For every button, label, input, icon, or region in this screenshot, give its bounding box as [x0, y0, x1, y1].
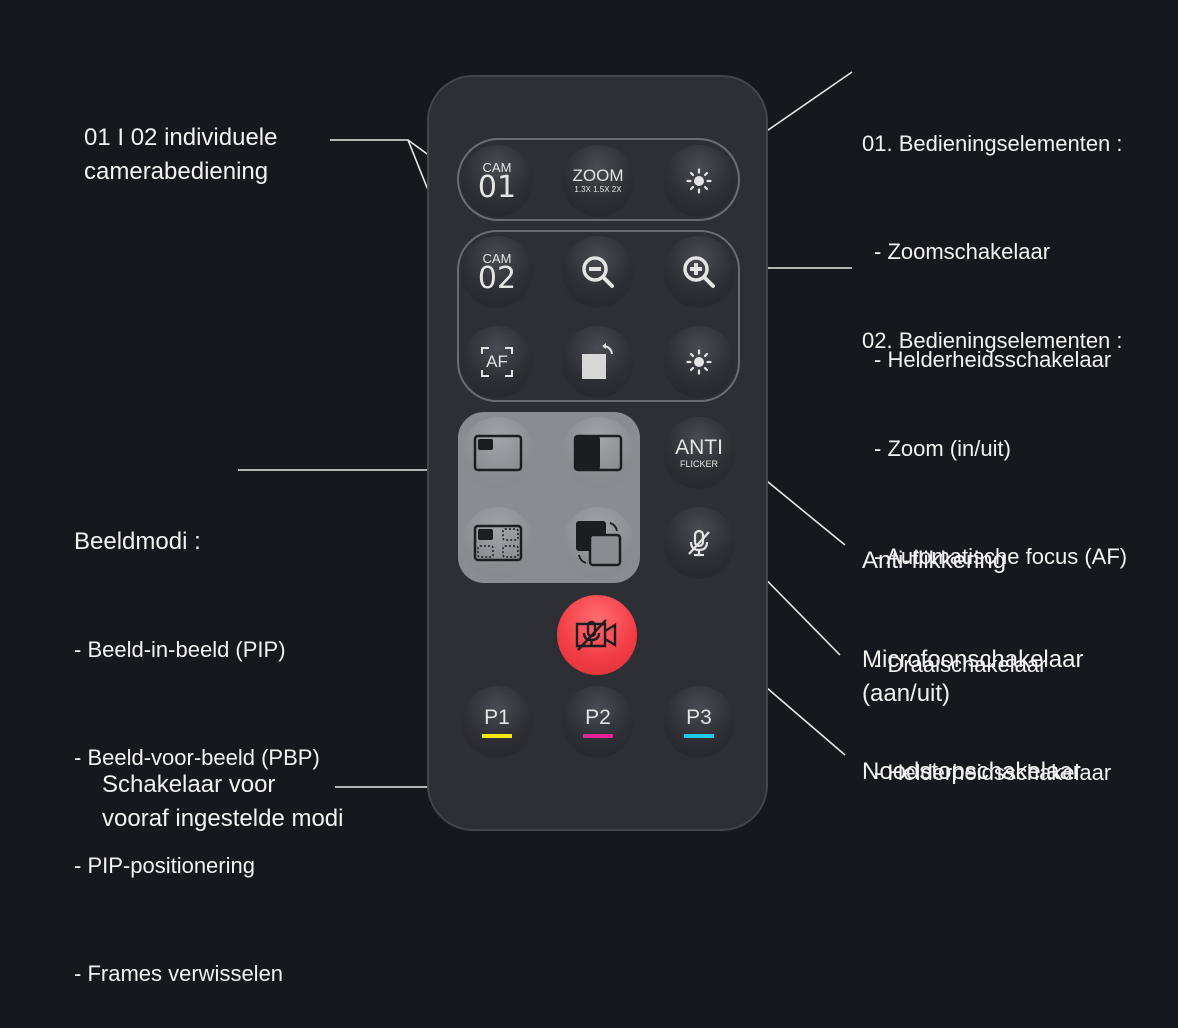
control-group-02 [457, 230, 740, 402]
label-line: Schakelaar voor [102, 771, 276, 798]
autofocus-button[interactable]: AF [461, 326, 533, 398]
label-item: - Helderheidsschakelaar [874, 347, 1112, 372]
preset-2-button[interactable]: P2 [562, 686, 634, 758]
preset-label: P2 [585, 706, 611, 729]
preset-3-button[interactable]: P3 [663, 686, 735, 758]
cam01-button[interactable]: CAM 01 [461, 145, 533, 217]
brightness-icon [686, 168, 712, 194]
pip-icon [473, 434, 523, 472]
control-group-01 [457, 138, 740, 221]
label-title: Beeldmodi : [74, 528, 201, 555]
camera-mic-off-icon [575, 619, 617, 651]
label-title: 01. Bedieningselementen : [862, 131, 1123, 156]
label-item: - PIP-positionering [74, 853, 255, 878]
zoom-levels: 1.3X 1.5X 2X [574, 185, 622, 194]
zoom-out-icon [582, 256, 614, 288]
label-controls-02: 02. Bedieningselementen : - Zoom (in/uit… [862, 251, 1127, 827]
label-item: - Zoom (in/uit) [874, 436, 1011, 461]
label-image-modes: Beeldmodi : - Beeld-in-beeld (PIP) - Bee… [74, 452, 320, 1028]
label-item: - Draaischakelaar [874, 652, 1047, 677]
zoom-out-button[interactable] [562, 236, 634, 308]
label-controls-01: 01. Bedieningselementen : - Zoomschakela… [862, 54, 1123, 414]
label-item: - Zoomschakelaar [874, 239, 1051, 264]
af-label: AF [486, 352, 508, 371]
preset-color-bar [583, 734, 613, 738]
label-item: - Beeld-in-beeld (PIP) [74, 637, 286, 662]
pip-button[interactable] [462, 417, 534, 489]
preset-color-bar [684, 734, 714, 738]
rotate-button[interactable] [562, 326, 634, 398]
zoom-in-button[interactable] [663, 236, 735, 308]
label-line: Microfoonschakelaar [862, 646, 1084, 673]
anti-flicker-button[interactable]: ANTI FLICKER [663, 417, 735, 489]
pbp-button[interactable] [562, 417, 634, 489]
pip-position-icon [473, 524, 523, 562]
pip-position-button[interactable] [462, 507, 534, 579]
swap-frames-icon [576, 521, 622, 567]
pbp-icon [573, 434, 623, 472]
label-line: (aan/uit) [862, 680, 951, 707]
label-line: vooraf ingestelde modi [102, 805, 344, 832]
rotate-icon [582, 343, 613, 379]
autofocus-icon: AF [480, 345, 514, 379]
label-item: - Beeld-voor-beeld (PBP) [74, 745, 320, 770]
label-presets: Schakelaar voor vooraf ingestelde modi [102, 768, 343, 836]
brightness-button-2[interactable] [663, 326, 735, 398]
label-emergency-stop: Noodstopschakelaar [862, 758, 1081, 785]
zoom-in-icon [683, 256, 715, 288]
zoom-label: ZOOM [572, 166, 624, 185]
microphone-muted-icon [688, 529, 710, 557]
label-item: - Automatische focus (AF) [874, 544, 1128, 569]
swap-frames-button[interactable] [562, 507, 634, 579]
cam02-button[interactable]: CAM 02 [461, 236, 533, 308]
label-line: camerabediening [84, 158, 269, 185]
emergency-stop-button[interactable] [557, 595, 637, 675]
microphone-button[interactable] [663, 507, 735, 579]
label-item: - Helderheidsschakelaar [874, 760, 1112, 785]
zoom-button[interactable]: ZOOM 1.3X 1.5X 2X [562, 145, 634, 217]
flicker-label: FLICKER [679, 458, 718, 469]
cam-number: 01 [477, 169, 517, 205]
label-item: - Frames verwisselen [74, 961, 284, 986]
preset-label: P3 [686, 706, 712, 729]
preset-1-button[interactable]: P1 [461, 686, 533, 758]
label-title: 02. Bedieningselementen : [862, 328, 1123, 353]
brightness-icon [686, 349, 712, 375]
label-individual-control: 01 I 02 individuele camerabediening [84, 121, 277, 189]
cam-number: 02 [477, 260, 517, 296]
label-anti-flicker: Anti-flikkering [862, 547, 1007, 574]
preset-label: P1 [484, 706, 510, 729]
preset-color-bar [482, 734, 512, 738]
focus-frame-icon [481, 347, 513, 377]
label-microphone: Microfoonschakelaar (aan/uit) [862, 643, 1083, 711]
label-line: 01 I 02 individuele [84, 124, 278, 151]
cam-label: CAM [482, 250, 512, 266]
anti-label: ANTI [675, 435, 723, 459]
cam-label: CAM [482, 159, 512, 175]
brightness-button-1[interactable] [663, 145, 735, 217]
